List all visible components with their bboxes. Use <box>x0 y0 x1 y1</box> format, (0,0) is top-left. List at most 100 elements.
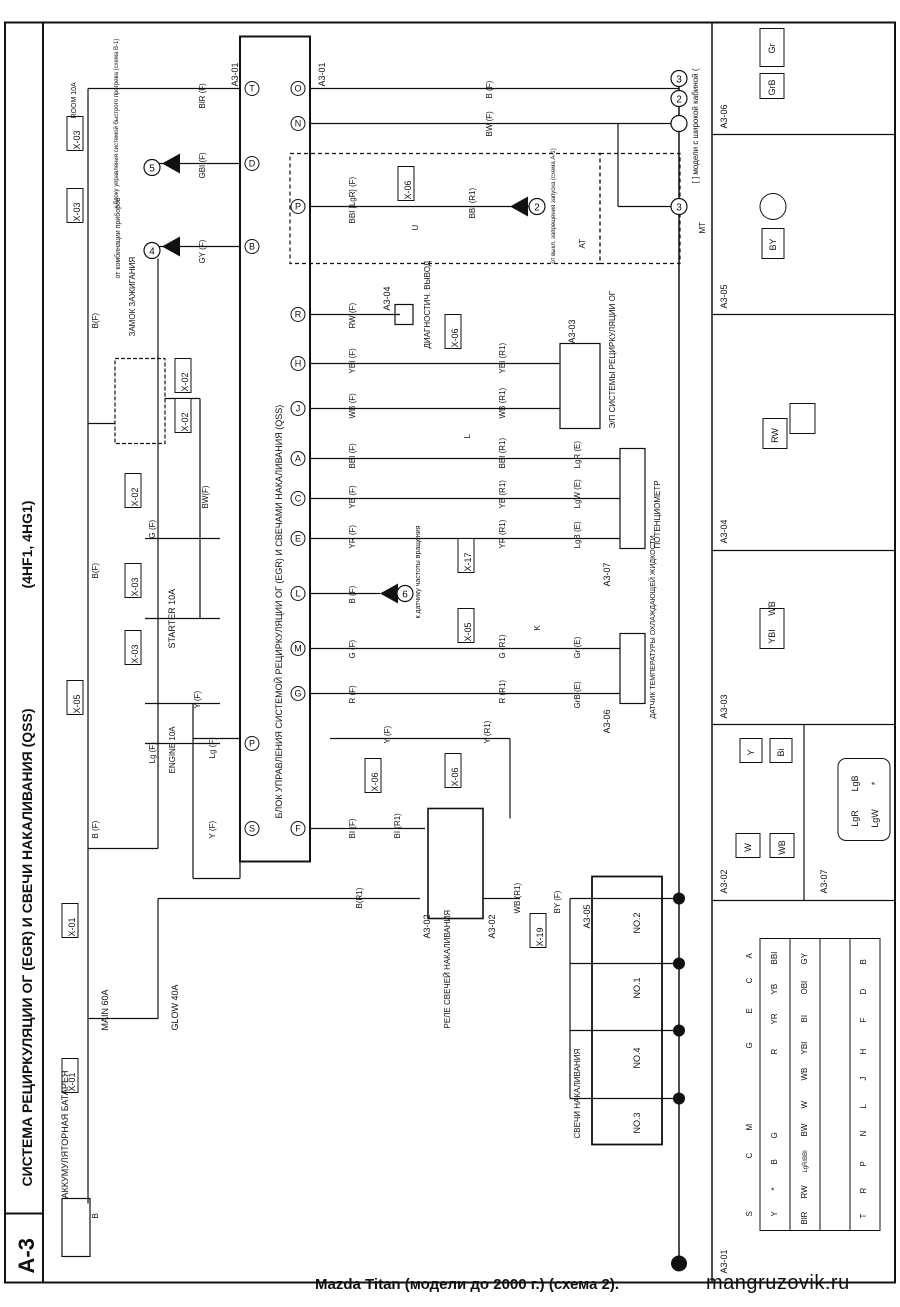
conn-x01a: X-01 <box>67 1072 77 1091</box>
wire-lgw: LgW (E) <box>573 479 582 509</box>
wire-k: K <box>533 625 542 631</box>
wire-b-out: B (F) <box>485 80 494 98</box>
wire-y2: Y (F) <box>208 821 217 839</box>
legend-wb2: WB <box>767 601 777 616</box>
wire-yb2: YB (R1) <box>498 480 507 509</box>
pin-g: G <box>294 689 301 699</box>
conn-x02a: X-02 <box>130 487 140 506</box>
pin-ybi: YBI <box>800 1042 809 1055</box>
conn-x03d: X-03 <box>72 130 82 149</box>
pin-p2: P <box>295 202 301 212</box>
legend-lgb: LgB <box>850 775 860 791</box>
legend-gr: Gr <box>767 43 777 53</box>
ref-2a: 2 <box>534 203 540 214</box>
label-ecu: БЛОК УПРАВЛЕНИЯ СИСТЕМОЙ РЕЦИРКУЛЯЦИИ ОГ… <box>273 405 284 819</box>
wire-rw: RW (F) <box>348 303 357 329</box>
pin-c: C <box>295 494 302 504</box>
pin-o: O <box>294 84 301 94</box>
pin-s-label: S <box>745 1211 754 1216</box>
wire-g: G (F) <box>148 520 157 539</box>
wire-bbil: BBI [LgR] (F) <box>348 176 357 223</box>
pin-star: * <box>770 1187 779 1190</box>
wire-r2: R (R1) <box>498 680 507 704</box>
wire-gbi: GBI (F) <box>198 152 207 179</box>
ref-4: 4 <box>149 247 155 258</box>
pin-h: H <box>295 359 302 369</box>
pin-e: E <box>295 534 301 544</box>
legend-wb: WB <box>777 840 787 855</box>
wire-lgr: LgR (E) <box>573 441 582 469</box>
wire-bw-out: BW (F) <box>485 111 494 137</box>
conn-x17: X-17 <box>463 552 473 571</box>
conn-x05b: X-05 <box>463 622 473 641</box>
legend-a306: A3-06 <box>719 104 729 128</box>
wire-gr: Gr (E) <box>573 636 582 658</box>
wire-bi: BI (F) <box>348 818 357 838</box>
wire-y: Y (F) <box>193 691 202 709</box>
wire-yr2: YR (R1) <box>498 519 507 548</box>
wire-g2: G (R1) <box>498 634 507 658</box>
site-watermark[interactable]: mangruzovik.ru <box>706 1272 850 1294</box>
diagram-title: СИСТЕМА РЕЦИРКУЛЯЦИИ ОГ (EGR) И СВЕЧИ НА… <box>19 708 35 1186</box>
label-pot: ПОТЕНЦИОМЕТР <box>653 480 662 548</box>
conn-x02c: X-02 <box>180 412 190 431</box>
wire-lgb: LgB (E) <box>573 521 582 548</box>
pin-rw: RW <box>800 1185 809 1199</box>
wire-y4: Y (R1) <box>483 720 492 743</box>
wire-bbi2: BBI (R1) <box>498 437 507 468</box>
label-coolant: ДАТЧИК ТЕМПЕРАТУРЫ ОХЛАЖДАЮЩЕЙ ЖИДКОСТИ <box>648 535 657 718</box>
label-glow-relay: РЕЛЕ СВЕЧЕЙ НАКАЛИВАНИЯ <box>443 910 452 1029</box>
plug-no3: NO.3 <box>632 1112 642 1133</box>
legend-a303: A3-03 <box>719 694 729 718</box>
pin-e-label: E <box>745 1008 754 1013</box>
wire-bi2: BI (R1) <box>393 813 402 839</box>
wire-by: BY (F) <box>553 890 562 913</box>
wire-lg: Lg (F) <box>148 742 157 764</box>
wire-r: R (F) <box>348 685 357 704</box>
legend-bi: Bi <box>776 748 786 756</box>
legend-by: BY <box>768 238 778 250</box>
engine-models: (4HF1, 4HG1) <box>19 501 35 589</box>
wire-bbi3: BBI (R1) <box>468 187 477 218</box>
pin-c-label: C <box>745 1153 754 1159</box>
legend-grb: GrB <box>767 79 777 95</box>
header-note: [ ] модели с широкой кабиной ( <box>691 68 700 183</box>
pin-bi: BI <box>800 1015 809 1023</box>
pin-bw: BW <box>800 1123 809 1136</box>
wire-wb2: WB (R1) <box>498 388 507 419</box>
label-glow-plugs: СВЕЧИ НАКАЛИВАНИЯ <box>573 1049 582 1139</box>
legend-a307: A3-07 <box>819 869 829 893</box>
pin-t: T <box>249 84 255 94</box>
ref-3a: 3 <box>676 75 682 86</box>
legend-a301: A3-01 <box>719 1249 729 1273</box>
wire-bf1: B (F) <box>91 820 100 838</box>
ref-a302-b: A3-02 <box>487 914 497 938</box>
conn-x05a: X-05 <box>72 694 82 713</box>
pin-yb: YB <box>770 984 779 995</box>
pin-a-label: A <box>745 953 754 959</box>
pin-yr: YR <box>770 1013 779 1024</box>
wire-bbi: BBI (F) <box>348 443 357 469</box>
pin-w: W <box>800 1101 809 1109</box>
wire-b-r1: B(R1) <box>355 887 364 908</box>
ref-2b: 2 <box>676 95 682 106</box>
wire-u: U <box>411 225 420 231</box>
wire-wb: WB (F) <box>348 393 357 419</box>
wire-ybi: YBI (F) <box>348 348 357 374</box>
legend-w: W <box>743 843 753 852</box>
label-egr-valve: Э/П СИСТЕМЫ РЕЦИРКУЛЯЦИИ ОГ <box>608 290 617 428</box>
plug-no2: NO.2 <box>632 912 642 933</box>
legend-rw: RW <box>770 428 780 443</box>
section-label: A-3 <box>14 1238 39 1273</box>
label-fuse-starter: STARTER 10A <box>167 589 177 649</box>
pin-f-label: F <box>859 1018 868 1023</box>
ref-6: 6 <box>402 590 408 601</box>
conn-x19: X-19 <box>535 927 545 946</box>
pin-obi: OBI <box>800 981 809 995</box>
pin-d-label: D <box>859 989 868 995</box>
legend-a305: A3-05 <box>719 284 729 308</box>
conn-x03c: X-03 <box>72 202 82 221</box>
legend-lgw: LgW <box>870 809 880 828</box>
legend-lgr: LgR <box>850 810 860 827</box>
wire-y3: Y (F) <box>383 726 392 744</box>
